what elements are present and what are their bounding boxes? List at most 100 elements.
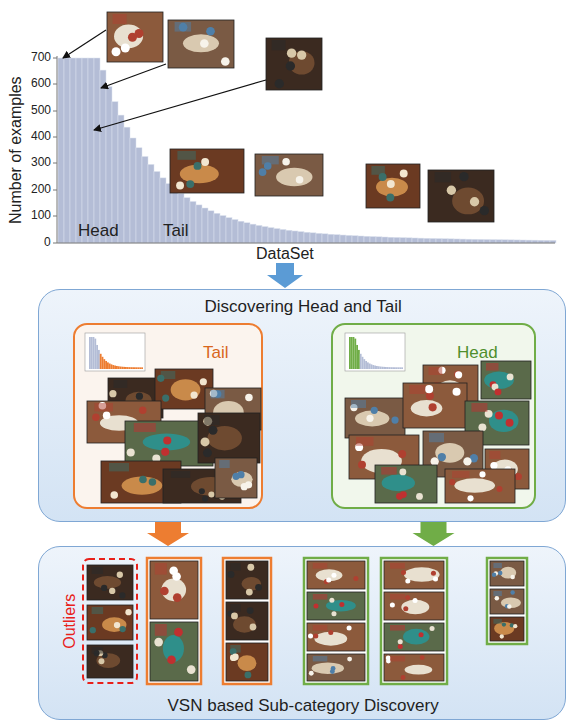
histogram-bar (238, 221, 244, 243)
photo-detail (246, 589, 253, 596)
photo-detail (347, 625, 352, 630)
photo-table (411, 400, 443, 416)
axis-tick (53, 84, 57, 85)
photo-thumbnail (87, 605, 133, 640)
photo-table (484, 372, 514, 390)
photo-detail (201, 158, 209, 166)
photo-detail (173, 593, 182, 602)
photo-table (207, 426, 241, 450)
photo-thumbnail (170, 149, 244, 193)
histogram-bar (388, 237, 394, 243)
photo-thumbnail (307, 561, 365, 589)
photo-thumbnail (155, 369, 213, 409)
photo-thumbnail (226, 561, 268, 599)
mini-chart-bar (134, 367, 136, 369)
photo-detail (109, 588, 115, 594)
photo-detail (245, 394, 253, 402)
axis-tick (53, 216, 57, 217)
photo-detail (155, 624, 167, 636)
photo-table (452, 188, 484, 215)
axis-tick (53, 137, 57, 138)
histogram-bar (400, 238, 406, 243)
photo-detail (259, 168, 267, 176)
histogram-bar (322, 234, 328, 243)
mini-chart-bar (107, 362, 109, 369)
photo-detail (390, 602, 395, 607)
histogram-bar (436, 239, 442, 243)
histogram-bar (358, 236, 364, 243)
mini-long-tail-chart (345, 333, 405, 371)
photo-detail (429, 433, 444, 442)
histogram-bar (232, 220, 238, 243)
mini-chart-bar (365, 361, 367, 369)
photo-detail (425, 385, 433, 393)
tick-label: 700 (31, 51, 51, 65)
mini-chart-bar (401, 367, 403, 369)
photo-table (454, 478, 495, 493)
photo-detail (206, 27, 215, 36)
photo-thumbnail (226, 643, 268, 681)
photo-detail (171, 471, 191, 478)
mini-chart-bar (105, 361, 107, 369)
photo-thumbnail (150, 561, 198, 619)
axis-tick (53, 243, 57, 244)
photo-frame (428, 170, 494, 222)
panel-title: Head (457, 343, 498, 363)
mini-chart-bar (98, 350, 100, 369)
histogram-bar (370, 237, 376, 243)
mini-chart-bar (378, 366, 380, 369)
photo-table (102, 617, 126, 632)
tick-label: 0 (44, 236, 51, 250)
photo-detail (447, 186, 456, 195)
histogram-bar (268, 228, 274, 243)
photo-detail (386, 194, 394, 202)
photo-detail (114, 622, 120, 628)
photo-detail (405, 579, 410, 584)
photo-thumbnail (215, 458, 257, 498)
photo-detail (296, 176, 304, 184)
histogram-bar (292, 231, 298, 243)
photo-frame (255, 154, 323, 196)
photo-detail (219, 460, 230, 468)
histogram-bar (334, 235, 340, 243)
photo-frame (366, 164, 420, 208)
mini-chart-bar (390, 367, 392, 369)
photo-detail (125, 609, 131, 615)
photo-table (500, 567, 516, 579)
photo-frame (150, 622, 198, 681)
photo-thumbnail (366, 164, 420, 208)
photo-frame (226, 561, 268, 599)
photo-detail (495, 596, 500, 601)
mini-chart-bar (367, 362, 369, 369)
histogram-bar (328, 234, 334, 243)
photo-detail (510, 575, 515, 580)
histogram-bar (274, 229, 280, 243)
mini-chart-bar (141, 367, 143, 369)
mini-chart-bar (354, 339, 356, 369)
axis-tick (53, 190, 57, 191)
photo-detail (200, 39, 209, 48)
histogram-bar (448, 239, 454, 243)
photo-detail (391, 417, 398, 424)
histogram-bar (202, 208, 208, 243)
axis-title: Number of examples (7, 76, 25, 224)
mini-chart-bar (363, 359, 365, 369)
photo-detail (438, 453, 446, 461)
photo-detail (398, 644, 403, 649)
histogram-bar (382, 237, 388, 243)
mini-chart-bar (109, 364, 111, 369)
mini-chart-bar (103, 359, 105, 369)
photo-detail (506, 419, 514, 427)
photo-detail (371, 407, 378, 414)
photo-frame (307, 592, 365, 620)
histogram-bar (220, 216, 226, 243)
axis-tick (53, 58, 57, 59)
histogram-bar (286, 230, 292, 243)
photo-detail (230, 645, 241, 653)
outlier-group: Outliers (61, 557, 139, 685)
tick-label: 100 (31, 209, 51, 223)
photo-detail (430, 626, 435, 631)
stage-panel: VSN based Sub-category DiscoveryOutliers (38, 546, 566, 720)
photo-detail (149, 478, 157, 486)
histogram-bar (472, 239, 478, 243)
